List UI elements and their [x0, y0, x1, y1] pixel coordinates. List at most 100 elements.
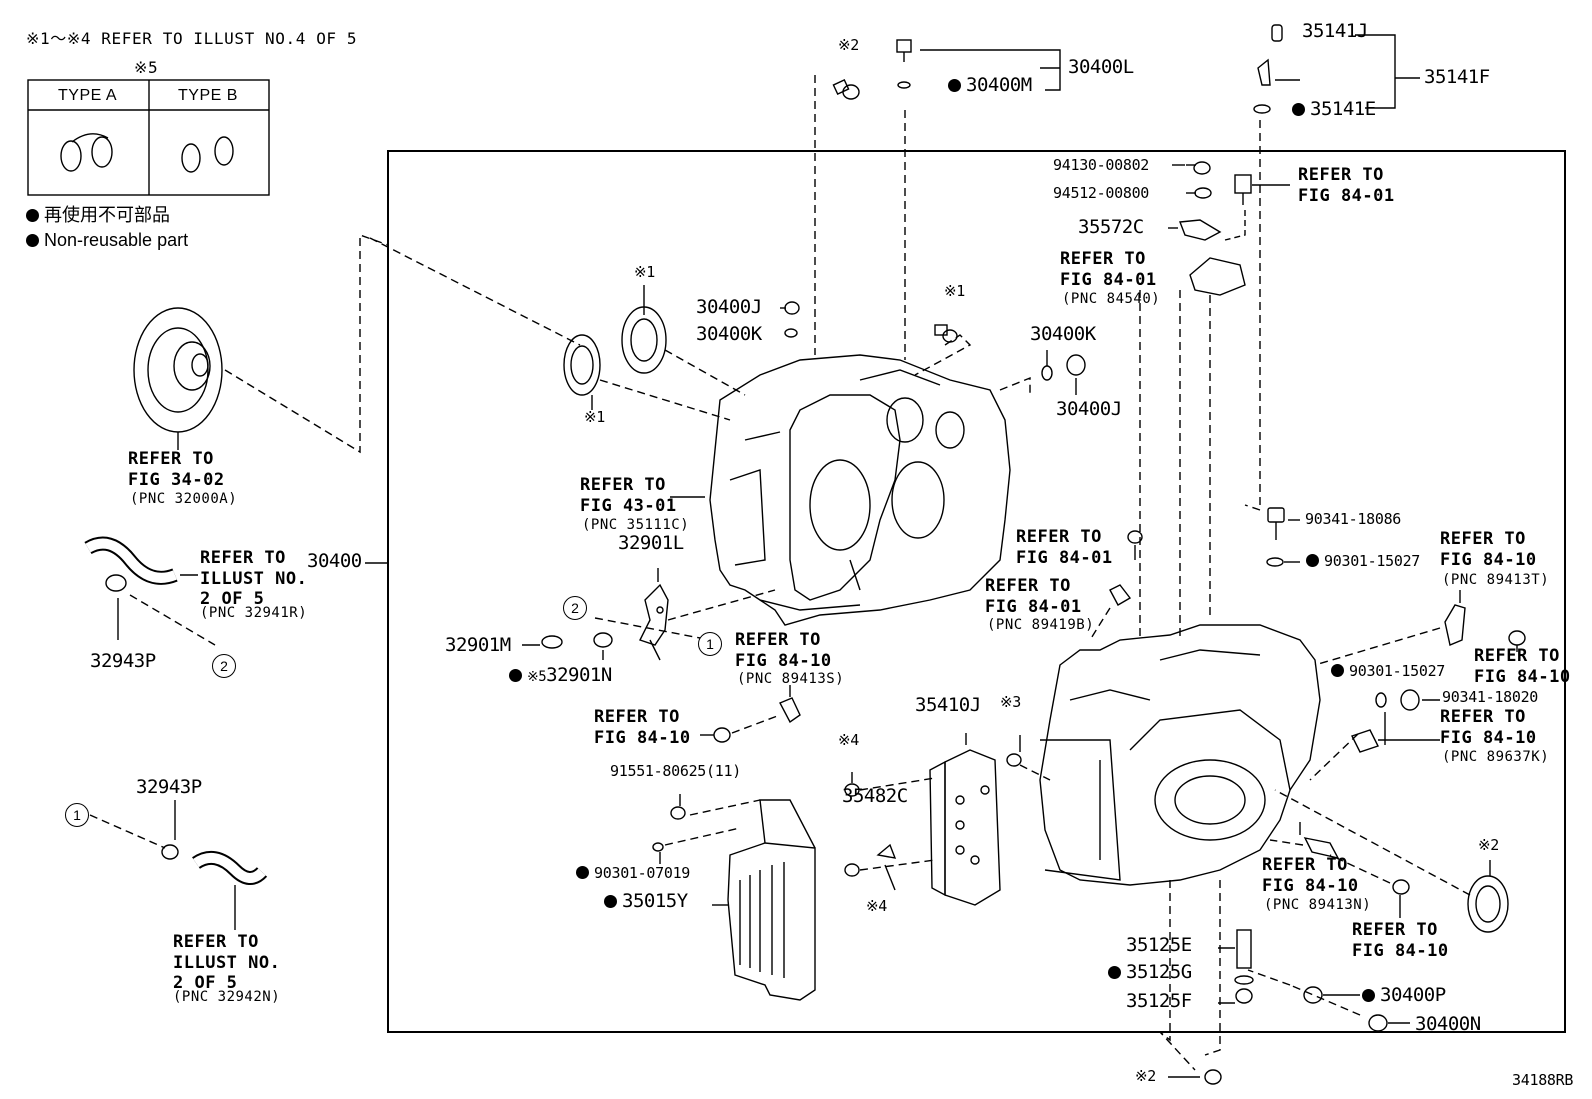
- header-note: ※1～※4 REFER TO ILLUST NO.4 OF 5: [26, 29, 358, 48]
- part-30400K-right[interactable]: 30400K: [1030, 323, 1096, 345]
- callout-1-b: 1: [65, 803, 89, 827]
- dot-icon: [576, 866, 589, 879]
- pnc-32942N: (PNC 32942N): [173, 989, 281, 1005]
- part-35141J[interactable]: 35141J: [1302, 20, 1368, 42]
- part-35141E[interactable]: 35141E: [1292, 100, 1376, 119]
- sensor-plug-35141: [1253, 24, 1283, 114]
- callout-2-a: 2: [563, 596, 587, 620]
- part-90341-18020[interactable]: 90341-18020: [1442, 688, 1539, 706]
- torque-converter: [133, 307, 223, 450]
- part-35125F[interactable]: 35125F: [1126, 990, 1192, 1012]
- type-b-label: TYPE B: [178, 87, 238, 104]
- part-30400M[interactable]: 30400M: [948, 76, 1032, 95]
- part-94130-00802[interactable]: 94130-00802: [1053, 156, 1150, 174]
- pnc-89413S: (PNC 89413S): [737, 671, 845, 687]
- part-32901M[interactable]: 32901M: [445, 634, 511, 656]
- part-32901N[interactable]: ※532901N: [509, 666, 612, 685]
- ref-fig-84-10-far[interactable]: REFER TO FIG 84-10: [1352, 920, 1449, 961]
- ref-illust-2-upper[interactable]: REFER TO ILLUST NO. 2 OF 5: [200, 548, 308, 610]
- part-90341-18086[interactable]: 90341-18086: [1305, 510, 1402, 528]
- ref-fig-84-01-mid[interactable]: REFER TO FIG 84-01: [1016, 527, 1113, 568]
- dot-icon: [604, 895, 617, 908]
- part-91551-80625[interactable]: 91551-80625(11): [610, 762, 741, 780]
- part-35141F[interactable]: 35141F: [1424, 66, 1490, 88]
- part-90301-15027-mid[interactable]: 90301-15027: [1331, 664, 1445, 679]
- legend-mark: ※5: [134, 58, 159, 77]
- part-90301-15027-top[interactable]: 90301-15027: [1306, 554, 1420, 569]
- mark-1-seal: ※1: [634, 263, 655, 281]
- part-30400J-right[interactable]: 30400J: [1056, 398, 1122, 420]
- callout-2-b: 2: [212, 654, 236, 678]
- ref-fig-84-10-left[interactable]: REFER TO FIG 84-10: [594, 707, 691, 748]
- mark-2-bottom: ※2: [1135, 1067, 1156, 1085]
- oil-pan: [652, 799, 816, 1001]
- part-30400L[interactable]: 30400L: [1068, 56, 1134, 78]
- part-35410J[interactable]: 35410J: [915, 694, 981, 716]
- part-32943P-upper[interactable]: 32943P: [90, 650, 156, 672]
- pnc-84540: (PNC 84540): [1062, 291, 1161, 307]
- ref-illust-2-lower[interactable]: REFER TO ILLUST NO. 2 OF 5: [173, 932, 281, 994]
- part-32901L[interactable]: 32901L: [618, 532, 684, 554]
- legend-jp: 再使用不可部品: [26, 206, 170, 224]
- part-35572C[interactable]: 35572C: [1078, 216, 1144, 238]
- leader-30400: [365, 562, 389, 564]
- speed-sensor-top: [1179, 161, 1252, 296]
- dot-icon: [1331, 664, 1344, 677]
- part-35125E[interactable]: 35125E: [1126, 934, 1192, 956]
- dot-icon: [509, 669, 522, 682]
- pnc-89413N: (PNC 89413N): [1264, 897, 1372, 913]
- bolts-upper: [780, 39, 1086, 395]
- ref-fig-84-10-bottom[interactable]: REFER TO FIG 84-10: [1262, 855, 1359, 896]
- part-94512-00800[interactable]: 94512-00800: [1053, 184, 1150, 202]
- pnc-35111C: (PNC 35111C): [582, 517, 690, 533]
- illustration-id: 34188RB: [1512, 1071, 1574, 1089]
- ref-fig-84-10-right-mid[interactable]: REFER TO FIG 84-10: [1474, 646, 1571, 687]
- ref-fig-84-10-center[interactable]: REFER TO FIG 84-10: [735, 630, 832, 671]
- ref-fig-84-10-right-low[interactable]: REFER TO FIG 84-10: [1440, 707, 1537, 748]
- pnc-89637K: (PNC 89637K): [1442, 749, 1550, 765]
- dot-icon: [1292, 103, 1305, 116]
- ref-fig-84-01-sensor[interactable]: REFER TO FIG 84-01: [1060, 249, 1157, 290]
- part-30400J-left[interactable]: 30400J: [696, 296, 762, 318]
- dot-icon: [1306, 554, 1319, 567]
- dot-icon: [1108, 966, 1121, 979]
- callout-1-a: 1: [698, 632, 722, 656]
- transmission-case: [709, 354, 1011, 626]
- part-32943P-lower[interactable]: 32943P: [136, 776, 202, 798]
- type-legend-table: [27, 79, 270, 196]
- part-30400P[interactable]: 30400P: [1362, 986, 1446, 1005]
- bracket-32901L: [541, 583, 669, 661]
- drain-plug-parts: [1204, 929, 1388, 1085]
- oil-hose-lower: [161, 844, 268, 885]
- part-30400K-left[interactable]: 30400K: [696, 323, 762, 345]
- part-90301-07019[interactable]: 90301-07019: [576, 866, 690, 881]
- ref-fig-34-02[interactable]: REFER TO FIG 34-02: [128, 449, 225, 490]
- part-30400[interactable]: 30400: [307, 550, 362, 572]
- valve-body: [844, 749, 1022, 906]
- pnc-32000A: (PNC 32000A): [130, 491, 238, 507]
- type-a-label: TYPE A: [58, 87, 118, 104]
- oil-seal-right: [1467, 875, 1509, 933]
- mark-1-seal-b: ※1: [584, 408, 605, 426]
- dot-icon: [1362, 989, 1375, 1002]
- oil-seals: [563, 306, 667, 396]
- part-30400N[interactable]: 30400N: [1415, 1013, 1481, 1035]
- ref-fig-43-01[interactable]: REFER TO FIG 43-01: [580, 475, 677, 516]
- mark-1-bolt: ※1: [944, 282, 965, 300]
- ref-fig-84-01-top[interactable]: REFER TO FIG 84-01: [1298, 165, 1395, 206]
- part-35482C[interactable]: 35482C: [842, 785, 908, 807]
- mark-4-top: ※4: [838, 731, 859, 749]
- ref-fig-84-01-lower[interactable]: REFER TO FIG 84-01: [985, 576, 1082, 617]
- ref-fig-84-10-right-top[interactable]: REFER TO FIG 84-10: [1440, 529, 1537, 570]
- mark-4-bottom: ※4: [866, 897, 887, 915]
- dot-icon: [948, 79, 961, 92]
- part-35015Y[interactable]: 35015Y: [604, 892, 688, 911]
- transaxle-housing: [1039, 624, 1321, 886]
- pnc-32941R: (PNC 32941R): [200, 605, 308, 621]
- dot-icon: [26, 234, 39, 247]
- part-35125G[interactable]: 35125G: [1108, 963, 1192, 982]
- mark-3: ※3: [1000, 693, 1021, 711]
- main-frame: [387, 150, 1566, 1033]
